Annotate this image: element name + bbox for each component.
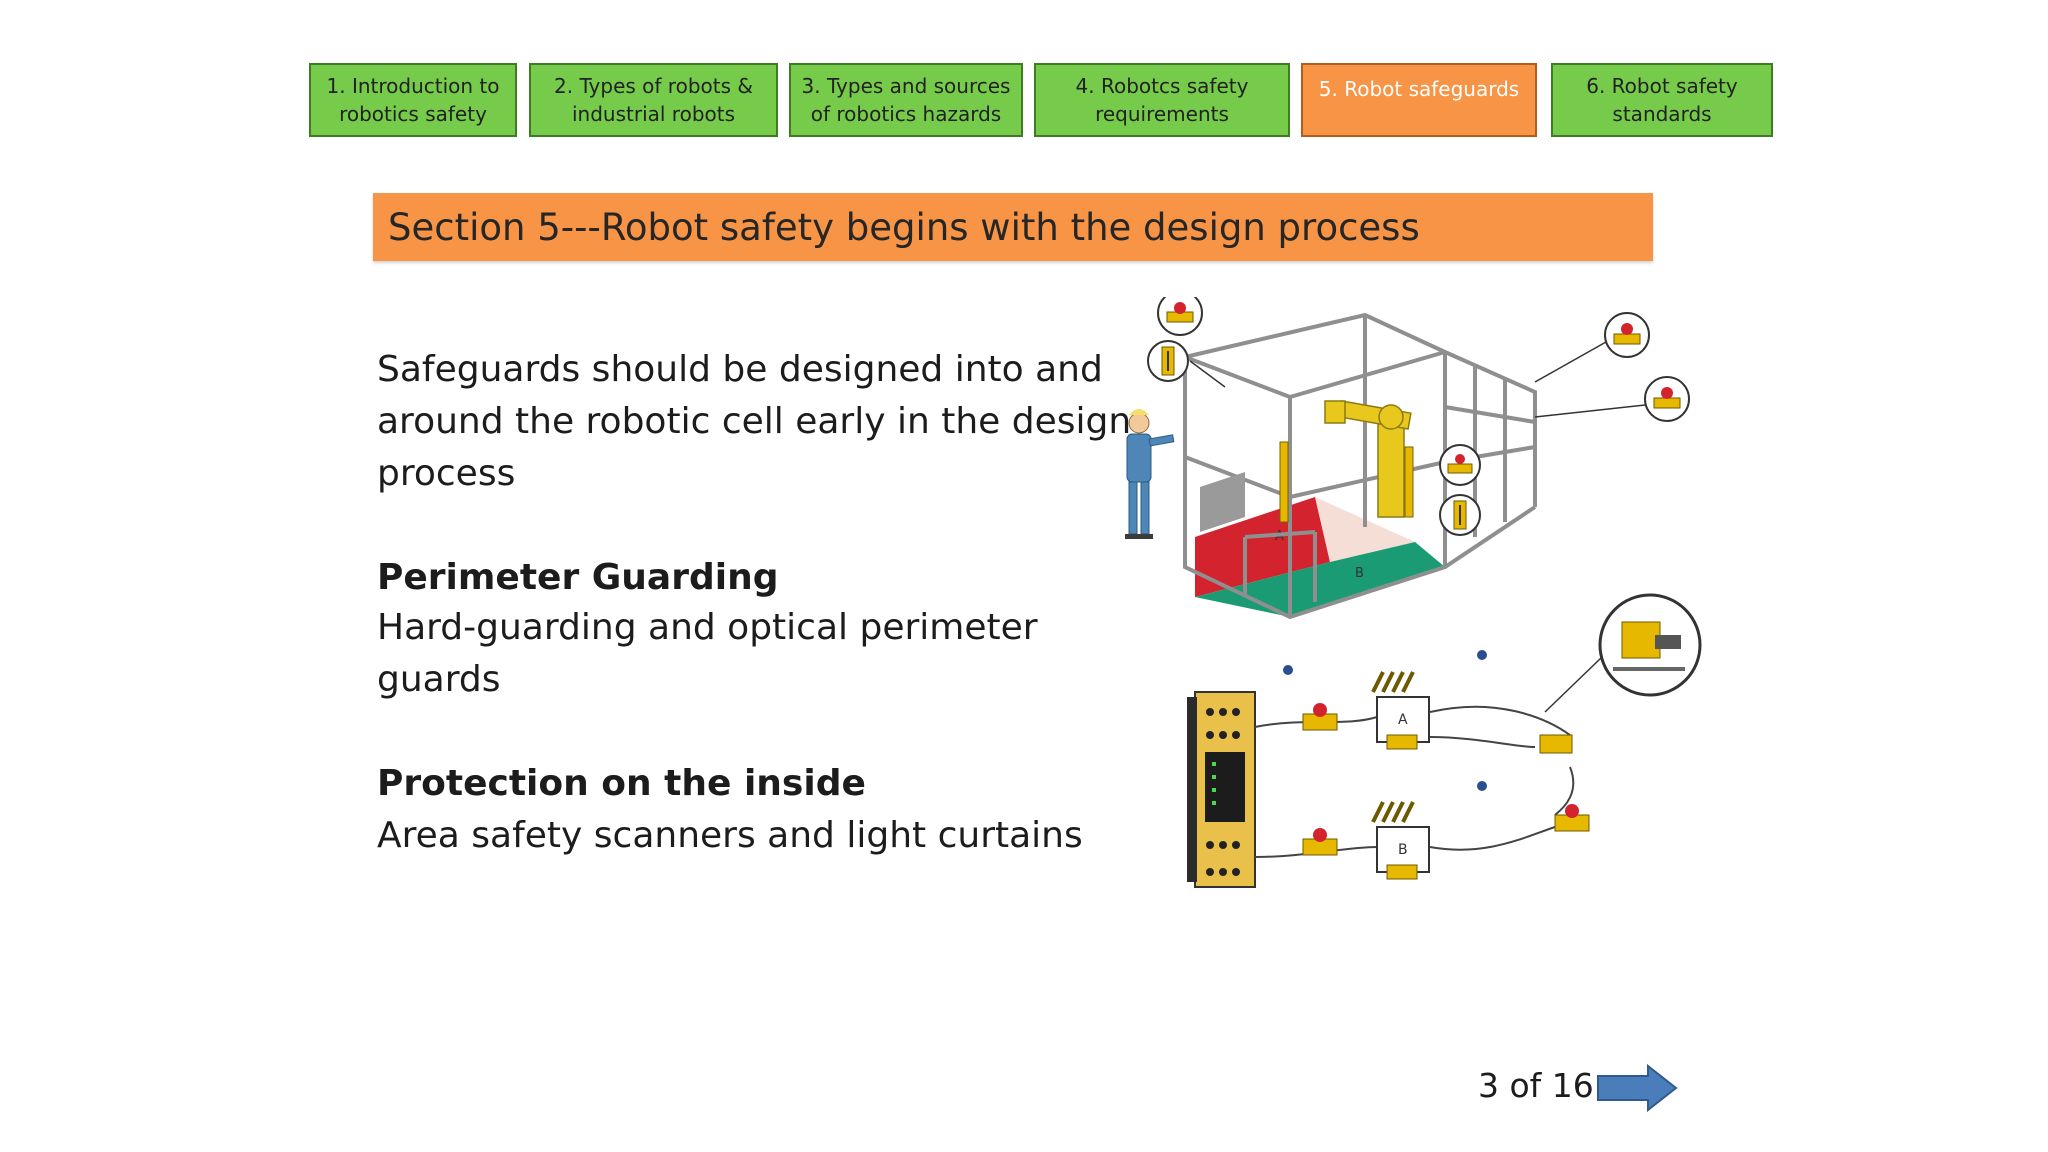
inside-protection-heading: Protection on the inside: [377, 763, 866, 804]
safety-wiring-diagram: A B: [1187, 650, 1590, 888]
nav-tab-hazards[interactable]: 3. Types and sources of robotics hazards: [789, 63, 1023, 137]
industrial-robot: [1324, 400, 1412, 518]
danger-zone-a: [1195, 497, 1330, 597]
nav-tab-safety-standards[interactable]: 6. Robot safety standards: [1551, 63, 1773, 137]
light-curtain-box-a: A: [1371, 671, 1430, 750]
callout-emergency-stop-inner: [1439, 444, 1481, 486]
light-curtain-box-b: B: [1371, 801, 1430, 880]
callout-emergency-stop-top: [1157, 297, 1203, 336]
emergency-stop-device-3: [1554, 804, 1590, 832]
inside-protection-text: Area safety scanners and light curtains: [377, 815, 1083, 856]
interlock-device-right: [1539, 734, 1573, 754]
intro-paragraph: Safeguards should be designed into and a…: [377, 349, 1132, 494]
perimeter-guarding-heading: Perimeter Guarding: [377, 557, 779, 598]
reset-button-3: [1477, 781, 1487, 791]
right-arrow-icon[interactable]: [1596, 1064, 1678, 1112]
reset-button-2: [1477, 650, 1487, 660]
reset-button-1: [1283, 665, 1293, 675]
box-label-a: A: [1398, 712, 1408, 728]
nav-tab-introduction[interactable]: 1. Introduction to robotics safety: [309, 63, 517, 137]
zone-label-b: B: [1355, 566, 1364, 581]
emergency-stop-device-1: [1302, 703, 1338, 731]
operator-figure: [1125, 409, 1175, 539]
nav-tab-safety-requirements[interactable]: 4. Robotcs safety requirements: [1034, 63, 1290, 137]
callout-light-curtain-inner: [1439, 494, 1481, 536]
callout-emergency-stop-right-2: [1644, 376, 1690, 422]
callout-emergency-stop-right-1: [1604, 312, 1650, 358]
light-curtain-left: [1279, 441, 1289, 523]
section-banner: Section 5---Robot safety begins with the…: [373, 193, 1653, 261]
callout-light-curtain-sensor: [1147, 340, 1189, 382]
perimeter-guarding-text: Hard-guarding and optical perimeter guar…: [377, 607, 1038, 700]
box-label-b: B: [1398, 842, 1408, 858]
robot-cell-illustration: A B: [1125, 297, 1702, 888]
machine-table: [1200, 472, 1245, 532]
callout-interlock-switch: [1598, 593, 1702, 697]
safe-zone-b: [1195, 542, 1445, 617]
section-title: Section 5---Robot safety begins with the…: [388, 206, 1420, 249]
page-counter: 3 of 16: [1478, 1066, 1594, 1105]
nav-tab-robot-safeguards[interactable]: 5. Robot safeguards: [1301, 63, 1537, 137]
floor-zone-light: [1315, 497, 1415, 562]
nav-tab-types-of-robots[interactable]: 2. Types of robots & industrial robots: [529, 63, 778, 137]
light-curtain-right: [1404, 446, 1414, 518]
emergency-stop-device-2: [1302, 828, 1338, 856]
